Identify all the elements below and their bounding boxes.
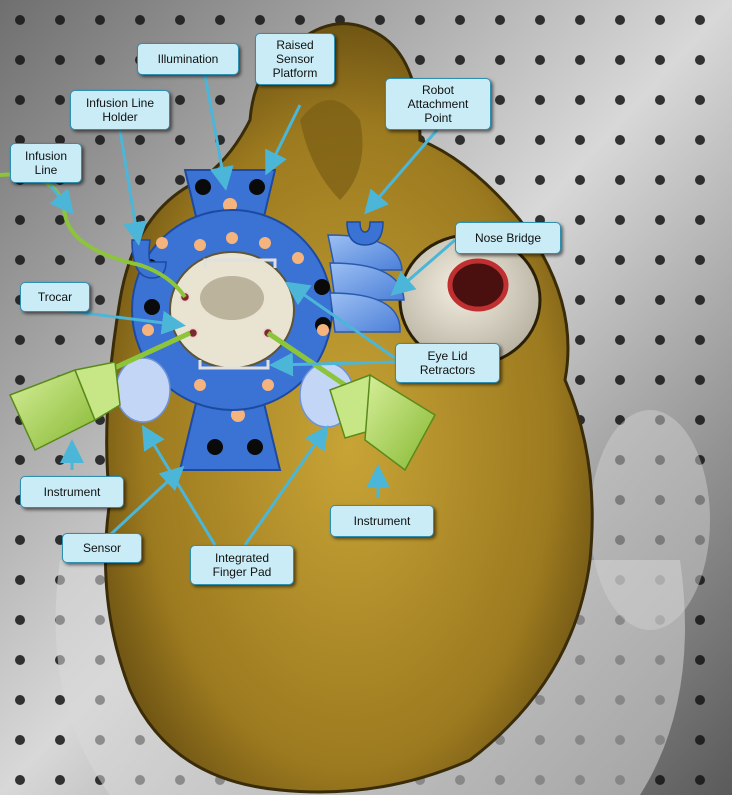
finger-pad-left xyxy=(116,358,170,422)
model-eye-iris xyxy=(450,261,506,309)
label-infusion-line: Infusion Line xyxy=(10,143,82,183)
label-robot-attachment-point: Robot Attachment Point xyxy=(385,78,491,130)
label-instrument-left: Instrument xyxy=(20,476,124,508)
label-infusion-line-holder: Infusion Line Holder xyxy=(70,90,170,130)
label-illumination: Illumination xyxy=(137,43,239,75)
label-instrument-right: Instrument xyxy=(330,505,434,537)
label-sensor: Sensor xyxy=(62,533,142,563)
stand-bracket xyxy=(590,410,710,630)
label-eye-lid-retractors: Eye Lid Retractors xyxy=(395,343,500,383)
label-integrated-finger-pad: Integrated Finger Pad xyxy=(190,545,294,585)
label-nose-bridge: Nose Bridge xyxy=(455,222,561,254)
label-trocar: Trocar xyxy=(20,282,90,312)
label-raised-sensor-platform: Raised Sensor Platform xyxy=(255,33,335,85)
